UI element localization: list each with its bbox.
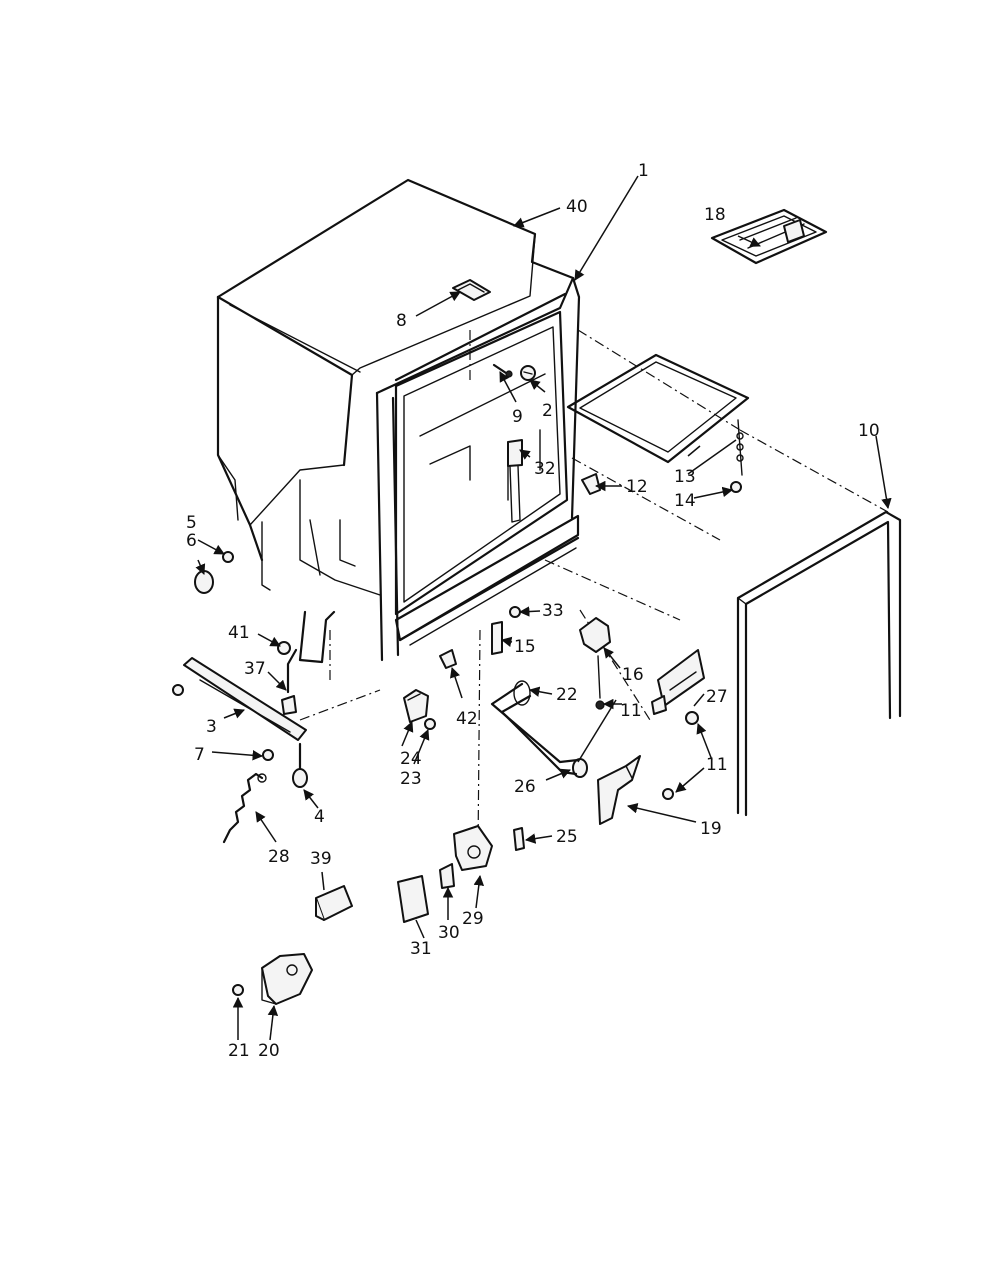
callout-18: 18 xyxy=(704,205,726,225)
part-15-pin xyxy=(491,621,503,655)
part-24-switch xyxy=(403,689,429,723)
part-37-hose xyxy=(281,648,298,715)
callout-22: 22 xyxy=(556,685,578,705)
callout-14: 14 xyxy=(674,491,696,511)
callout-20: 20 xyxy=(258,1041,280,1061)
part-23-screw xyxy=(424,718,436,730)
part-29-valve xyxy=(453,825,493,871)
part-39-block xyxy=(315,885,353,921)
callout-5: 5 xyxy=(186,513,197,533)
callout-2: 2 xyxy=(542,401,553,421)
part-9-screw xyxy=(492,363,513,378)
callout-29: 29 xyxy=(462,909,484,929)
part-11-screw xyxy=(685,711,699,725)
callout-27: 27 xyxy=(706,687,728,707)
part-8-top-clip xyxy=(452,279,491,301)
callout-11: 11 xyxy=(620,701,642,721)
part-5-screw xyxy=(222,551,234,563)
part-16-bracket xyxy=(579,617,611,710)
callout-41: 41 xyxy=(228,623,250,643)
callout-21: 21 xyxy=(228,1041,250,1061)
callout-13: 13 xyxy=(674,467,696,487)
callout-10: 10 xyxy=(858,421,880,441)
callout-24: 24 xyxy=(400,749,422,769)
callout-labels: 40 1 18 8 9 2 10 32 12 13 14 5 6 33 41 1… xyxy=(186,161,880,1061)
callout-31: 31 xyxy=(410,939,432,959)
part-19-latch xyxy=(597,755,641,825)
part-11-screw-b xyxy=(662,788,674,800)
part-21-screw xyxy=(232,984,244,996)
part-31-plate xyxy=(397,875,429,923)
part-7-screw xyxy=(172,684,274,761)
callout-12: 12 xyxy=(626,477,648,497)
callout-30: 30 xyxy=(438,923,460,943)
part-28-spring xyxy=(222,772,267,844)
callout-23: 23 xyxy=(400,769,422,789)
callout-33: 33 xyxy=(542,601,564,621)
callout-11b: 11 xyxy=(706,755,728,775)
callout-42: 42 xyxy=(456,709,478,729)
callout-40: 40 xyxy=(566,197,588,217)
callout-9: 9 xyxy=(512,407,523,427)
part-13-tray xyxy=(566,353,750,464)
part-27-panel xyxy=(651,649,705,715)
assembly-guide-lines xyxy=(299,329,889,851)
part-3-bracket xyxy=(183,657,307,741)
callout-37: 37 xyxy=(244,659,266,679)
tub-assembly xyxy=(216,178,581,664)
callout-26: 26 xyxy=(514,777,536,797)
part-6-grommet xyxy=(194,570,214,594)
part-18-basket xyxy=(710,208,828,265)
part-20-inlet-valve xyxy=(261,953,313,1005)
part-41-nut xyxy=(277,641,291,655)
callout-25: 25 xyxy=(556,827,578,847)
callout-4: 4 xyxy=(314,807,325,827)
callout-28: 28 xyxy=(268,847,290,867)
callout-3: 3 xyxy=(206,717,217,737)
part-25-screw xyxy=(513,827,525,851)
callout-15: 15 xyxy=(514,637,536,657)
callout-1: 1 xyxy=(638,161,649,181)
callout-32: 32 xyxy=(534,459,556,479)
part-30-clip xyxy=(439,863,455,889)
part-12-clip xyxy=(581,473,601,495)
part-32-spray-tube xyxy=(507,439,523,523)
leader-lines xyxy=(195,175,892,1041)
callout-6: 6 xyxy=(186,531,197,551)
part-4-leveling-foot xyxy=(292,742,308,788)
callout-8: 8 xyxy=(396,311,407,331)
part-10-frame xyxy=(736,510,902,817)
part-33-screw xyxy=(509,606,521,618)
callout-39: 39 xyxy=(310,849,332,869)
callout-19: 19 xyxy=(700,819,722,839)
part-42-screw xyxy=(439,649,457,669)
callout-16: 16 xyxy=(622,665,644,685)
part-2-fitting xyxy=(520,365,536,381)
callout-7: 7 xyxy=(194,745,205,765)
